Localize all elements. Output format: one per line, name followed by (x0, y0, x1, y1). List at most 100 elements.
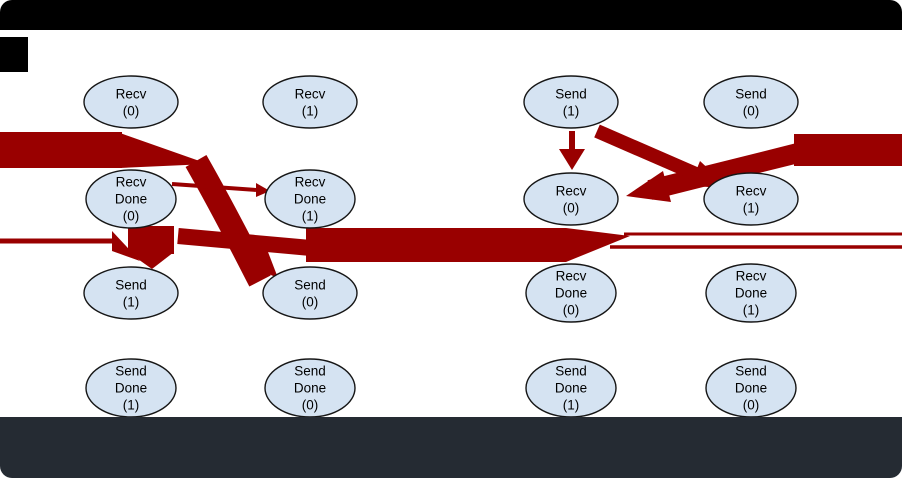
node-label: Send (1) (555, 87, 587, 119)
node-label-line: (0) (302, 295, 319, 310)
node-label-line: Done (555, 286, 587, 301)
node-label-line: (0) (743, 104, 760, 119)
node-label: Send(0) (735, 87, 767, 119)
node-label-line: (1) (743, 303, 760, 318)
node-label-line: Recv (736, 269, 767, 284)
node-label: Recv (1) (736, 184, 767, 216)
edge-send-1-b-to-recv-0-b (559, 131, 585, 170)
edge-recv-done-0-a-to-offscreen-right (177, 228, 902, 262)
top-black-bar (0, 0, 902, 30)
node-ellipse (523, 75, 619, 129)
node-label-line: Done (735, 381, 767, 396)
node-label: Recv (1) (295, 87, 326, 119)
node-label-line: Recv (295, 87, 326, 102)
node-ellipse (262, 75, 358, 129)
node-label-line: Send (115, 278, 147, 293)
node-label-line: (0) (302, 398, 319, 413)
node-label-line: (1) (563, 398, 580, 413)
node-label-line: Send (735, 364, 767, 379)
node-label-line: Done (115, 381, 147, 396)
node-label: Recv(0) (116, 87, 147, 119)
arrowhead (120, 133, 208, 168)
arrowhead (112, 231, 140, 261)
node-label-line: (1) (302, 104, 319, 119)
node-ellipse (83, 75, 179, 129)
node-label-line: (1) (123, 295, 140, 310)
edge-right-offscreen-to-recv-0-b (626, 134, 902, 202)
node-label-line: Recv (116, 175, 147, 190)
node-ellipse (264, 169, 356, 229)
node-label-line: Send (555, 87, 587, 102)
node-ellipse (703, 75, 799, 129)
node-label-line: Done (735, 286, 767, 301)
bottom-status-bar (0, 417, 902, 478)
node-label-line: Recv (736, 184, 767, 199)
edge-left-offscreen-to-send-1-a (0, 231, 140, 261)
node-label-line: Send (555, 364, 587, 379)
node-send-1-a: Send (1) (83, 266, 179, 320)
node-label-line: (1) (123, 398, 140, 413)
arrowhead (559, 149, 585, 170)
node-send-1-b: Send (1) (523, 75, 619, 129)
node-send-0-a: Send (0) (262, 266, 358, 320)
node-label-line: (1) (563, 104, 580, 119)
node-label-line: Recv (556, 184, 587, 199)
node-label-line: Done (115, 192, 147, 207)
arrowhead (240, 239, 278, 278)
node-label-line: (0) (563, 201, 580, 216)
edge-segment (594, 124, 715, 188)
node-ellipse (523, 172, 619, 226)
edge-recv-done-0-a-to-send-1-a (128, 226, 174, 269)
node-label: Send (0) (294, 278, 326, 310)
node-label-line: (1) (743, 201, 760, 216)
node-ellipse (703, 172, 799, 226)
edge-segment (647, 143, 801, 200)
node-ellipse (83, 266, 179, 320)
node-label-line: (0) (123, 104, 140, 119)
node-recv-1-a: Recv (1) (262, 75, 358, 129)
node-label-line: Send (294, 278, 326, 293)
edge-segment (177, 228, 323, 257)
node-label-line: Recv (295, 175, 326, 190)
node-recv-0-a: Recv(0) (83, 75, 179, 129)
node-ellipse (705, 263, 797, 323)
arrowhead (128, 252, 174, 269)
node-recv-0-b: Recv (0) (523, 172, 619, 226)
node-label-line: Done (294, 381, 326, 396)
node-label: Send (1) (115, 278, 147, 310)
node-send-0-b: Send(0) (703, 75, 799, 129)
node-label-line: Send (115, 364, 147, 379)
node-label-line: (0) (743, 398, 760, 413)
node-ellipse (525, 263, 617, 323)
node-label-line: Send (294, 364, 326, 379)
edge-segment (185, 155, 271, 287)
node-ellipse (262, 266, 358, 320)
arrowhead (566, 228, 630, 262)
node-label: Recv (0) (556, 184, 587, 216)
node-label-line: Done (294, 192, 326, 207)
edge-left-offscreen-to-send-0-a (0, 132, 278, 287)
node-label-line: (1) (302, 209, 319, 224)
edge-segment (171, 182, 257, 192)
node-label-line: Recv (556, 269, 587, 284)
left-edge-black-mark (0, 37, 28, 72)
node-label-line: (0) (123, 209, 140, 224)
node-ellipse (85, 169, 177, 229)
